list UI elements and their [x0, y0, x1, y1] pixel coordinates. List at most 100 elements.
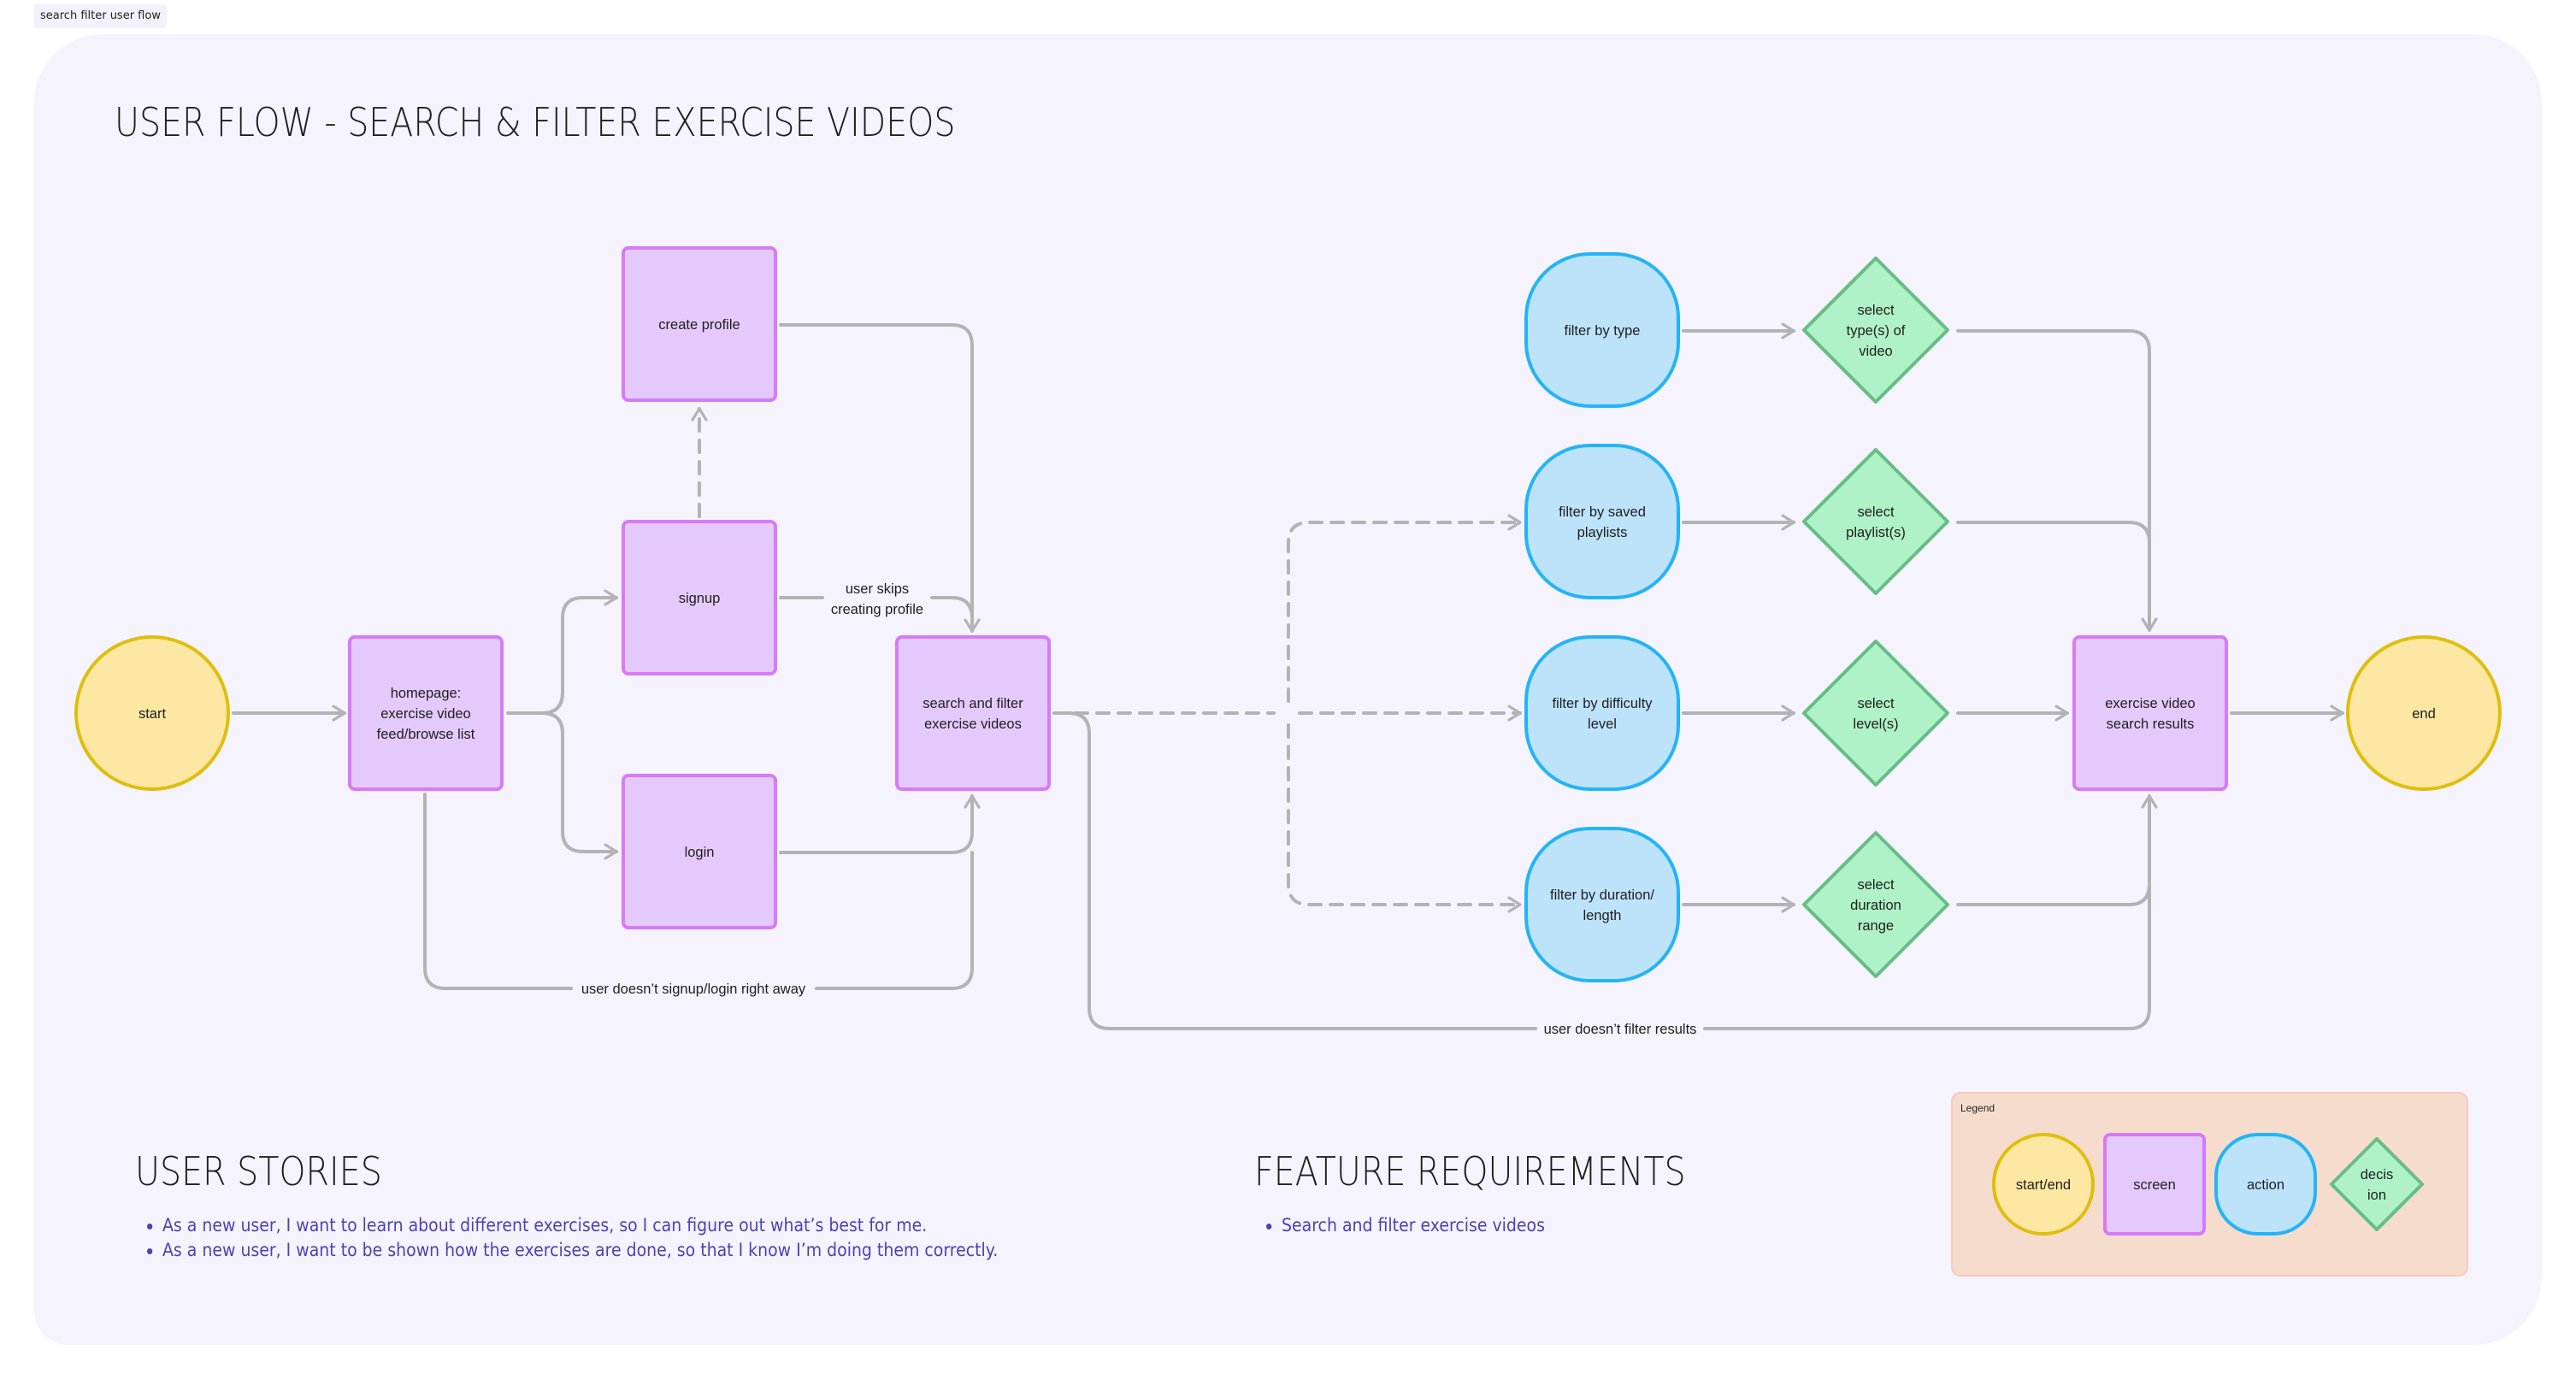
node-label: end — [2412, 706, 2436, 722]
node-select-playlist[interactable]: select playlist(s) — [1802, 448, 1949, 595]
user-stories-heading: USER STORIES — [135, 1148, 382, 1194]
screen-shape — [622, 246, 777, 402]
node-label: start/end — [2016, 1177, 2071, 1193]
node-label: filter by type — [1565, 323, 1641, 339]
node-label: filter by difficulty — [1552, 696, 1653, 711]
edge-select-type-results — [1956, 329, 2158, 632]
node-label: select — [1857, 877, 1895, 893]
edge-search-results-a — [1052, 711, 1537, 1030]
legend-title: Legend — [1960, 1102, 1995, 1114]
feature-requirement-item: Search and filter exercise videos — [1266, 1213, 1545, 1238]
screen-shape — [2072, 635, 2228, 791]
node-filter-duration[interactable]: filter by duration/length — [1524, 827, 1680, 982]
node-filter-playlists[interactable]: filter by saved playlists — [1524, 444, 1680, 599]
node-label: video — [1859, 344, 1892, 359]
edge-signup-search-b — [930, 596, 974, 620]
user-story-item: As a new user, I want to learn about dif… — [147, 1213, 998, 1238]
start-end-shape — [1992, 1133, 2095, 1236]
user-story-item: As a new user, I want to be shown how th… — [147, 1238, 998, 1263]
node-label: create profile — [658, 317, 740, 333]
node-select-level[interactable]: select level(s) — [1802, 640, 1949, 787]
node-filter-difficulty[interactable]: filter by difficulty level — [1524, 635, 1680, 791]
node-label: search results — [2107, 717, 2195, 732]
edge-homepage-search-b — [815, 851, 974, 990]
user-stories-list: As a new user, I want to learn about dif… — [147, 1213, 998, 1263]
node-create-profile[interactable]: create profile — [622, 246, 777, 402]
node-select-duration[interactable]: select duration range — [1802, 831, 1949, 978]
node-label: select — [1857, 696, 1895, 711]
node-label: feed/browse list — [377, 727, 475, 742]
edge-homepage-login — [540, 711, 618, 860]
node-label: select — [1857, 504, 1895, 520]
edge-branch-filter-duration — [1287, 723, 1522, 913]
node-label: exercise video — [2105, 696, 2195, 711]
node-label: start — [139, 706, 167, 722]
node-label: homepage: — [391, 686, 462, 701]
screen-shape — [622, 774, 777, 929]
action-shape — [2214, 1133, 2317, 1236]
node-label: exercise videos — [924, 717, 1022, 732]
decision-shape — [2330, 1137, 2424, 1231]
legend-item-action: action — [2214, 1133, 2317, 1236]
node-label: range — [1858, 918, 1894, 934]
node-label: playlist(s) — [1846, 525, 1906, 540]
node-label: level — [1588, 717, 1617, 732]
node-label: action — [2247, 1177, 2284, 1193]
node-start[interactable]: start — [74, 635, 230, 791]
node-label: exercise video — [380, 706, 470, 722]
page-title: USER FLOW - SEARCH & FILTER EXERCISE VID… — [115, 99, 956, 145]
start-end-shape — [74, 635, 230, 791]
legend-box — [1951, 1092, 2468, 1277]
decision-shape — [1802, 448, 1949, 595]
node-label: search and filter — [923, 696, 1023, 711]
node-results[interactable]: exercise video search results — [2072, 635, 2228, 791]
node-label: ion — [2367, 1188, 2386, 1203]
edge-label-no-signup: user doesn’t signup/login right away — [581, 982, 806, 997]
decision-shape — [1802, 640, 1949, 787]
decision-shape — [1802, 257, 1949, 404]
node-label: filter by duration/ — [1550, 888, 1654, 903]
node-search-filter[interactable]: search and filter exercise videos — [895, 635, 1051, 791]
screen-shape — [348, 635, 504, 791]
feature-requirements-heading: FEATURE REQUIREMENTS — [1254, 1148, 1686, 1194]
legend-item-start-end: start/end — [1992, 1133, 2095, 1236]
screen-shape — [622, 520, 777, 675]
frame-label[interactable]: search filter user flow — [34, 4, 167, 28]
action-shape — [1524, 635, 1680, 791]
node-end[interactable]: end — [2346, 635, 2502, 791]
node-label: signup — [679, 591, 721, 606]
node-label: screen — [2133, 1177, 2176, 1193]
edge-homepage-search-a — [423, 793, 573, 990]
node-filter-type[interactable]: filter by type — [1524, 252, 1680, 408]
action-shape — [1524, 444, 1680, 599]
edge-search-results-b — [1703, 794, 2158, 1030]
screen-shape — [895, 635, 1051, 791]
node-label: length — [1583, 908, 1622, 923]
edge-branch-filter-type — [1287, 514, 1522, 703]
edge-label-skip-profile-2: creating profile — [831, 602, 923, 617]
node-label: duration — [1850, 898, 1901, 913]
edge-select-duration-results — [1956, 882, 2151, 906]
node-label: playlists — [1577, 525, 1628, 540]
node-login[interactable]: login — [622, 774, 777, 929]
edge-create-profile-search — [779, 323, 981, 633]
node-signup[interactable]: signup — [622, 520, 777, 675]
edge-select-playlist-results — [1956, 521, 2151, 545]
edge-label-no-filter: user doesn’t filter results — [1544, 1022, 1697, 1037]
node-homepage[interactable]: homepage: exercise video feed/browse list — [348, 635, 504, 791]
edge-login-search — [779, 794, 981, 854]
edge-label-skip-profile-1: user skips — [846, 581, 909, 597]
legend-item-screen: screen — [2103, 1133, 2206, 1236]
edge-homepage-signup — [506, 589, 618, 715]
action-shape — [1524, 827, 1680, 982]
decision-shape — [1802, 831, 1949, 978]
node-label: login — [685, 845, 715, 860]
screen-shape — [2103, 1133, 2206, 1236]
node-label: level(s) — [1853, 717, 1898, 732]
node-label: type(s) of — [1847, 323, 1906, 339]
node-label: filter by saved — [1559, 504, 1646, 520]
